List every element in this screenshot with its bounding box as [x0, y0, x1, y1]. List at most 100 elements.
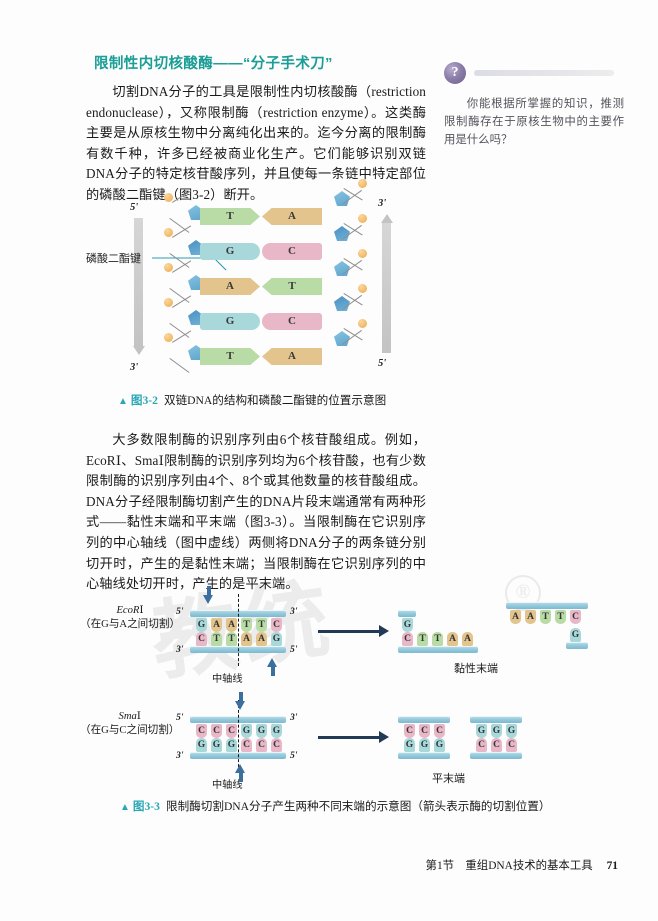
- figure-3-3-caption: ▲图3-3 限制酶切割DNA分子产生两种不同末端的示意图（箭头表示酶的切割位置）: [120, 798, 551, 814]
- caption-marker: ▲: [120, 802, 130, 813]
- page-number: 71: [606, 860, 618, 872]
- substrate-bottom-base-1-4: C: [256, 738, 267, 752]
- base-left-4: T: [200, 348, 260, 365]
- left-strand-direction-arrow: [132, 218, 145, 355]
- page-footer: 第1节 重组DNA技术的基本工具 71: [0, 857, 658, 873]
- substrate-top-base-0-2: A: [226, 618, 237, 632]
- phosphate-left-0: [164, 193, 173, 202]
- cut-arrow-top-1-stem: [239, 692, 243, 701]
- product-right-bottom-base-1-2: C: [506, 738, 517, 752]
- enzyme-label-1: SmaⅠ（在G与C之间切割）: [80, 710, 179, 738]
- question-mark-icon: ?: [444, 62, 466, 84]
- caption-marker: ▲: [118, 396, 128, 407]
- product-left-top-bar-1: [398, 716, 450, 723]
- cut-arrow-bottom-0: [266, 658, 277, 667]
- product-left-bottom-base-0-1: T: [417, 632, 428, 646]
- cut-arrow-top-1: [234, 701, 245, 710]
- question-header: ?: [444, 62, 624, 84]
- enzyme-label-0: EcoRⅠ（在G与A之间切割）: [80, 604, 180, 632]
- substrate-bottom-base-0-5: G: [271, 632, 282, 646]
- product-right-top-base-0-4: C: [570, 610, 581, 624]
- product-right-top-base-0-1: A: [525, 610, 536, 624]
- substrate-bottom-base-1-0: G: [196, 738, 207, 752]
- central-axis-line-1: [238, 700, 239, 772]
- substrate-top-base-0-1: A: [211, 618, 222, 632]
- product-right-bottom-base-1-1: C: [491, 738, 502, 752]
- substrate-bottom-base-1-3: C: [241, 738, 252, 752]
- central-axis-label-1: 中轴线: [212, 780, 243, 791]
- product-left-bottom-bar-1: [398, 752, 450, 759]
- cut-arrow-bottom-1-stem: [239, 773, 243, 782]
- base-right-3: C: [262, 313, 322, 330]
- substrate-top-base-0-5: C: [271, 618, 282, 632]
- substrate-right-top-prime-0: 3': [290, 606, 298, 617]
- phosphate-right-3: [358, 284, 367, 293]
- phosphodiester-bond-label: 磷酸二酯键: [86, 253, 141, 265]
- right-top-prime: 3': [378, 198, 387, 209]
- phosphate-left-4: [164, 333, 173, 342]
- base-right-0: A: [262, 208, 322, 225]
- product-left-bottom-base-0-0: C: [402, 632, 413, 646]
- product-right-bottom-base-0-0: G: [570, 628, 581, 642]
- substrate-bottom-base-1-1: G: [211, 738, 222, 752]
- substrate-left-top-prime-1: 5': [176, 712, 184, 723]
- cut-arrow-top-0: [202, 595, 213, 604]
- paragraph-2: 大多数限制酶的识别序列由6个核苷酸组成。例如，EcoRⅠ、SmaⅠ限制酶的识别序…: [86, 432, 426, 592]
- header-rule: [474, 70, 614, 76]
- left-bottom-prime: 3': [130, 362, 139, 373]
- product-right-bottom-bar-0: [566, 642, 588, 649]
- margin-question-text: 你能根据所掌握的知识，推测限制酶存在于原核生物中的主要作用是什么吗？: [444, 98, 624, 146]
- enzyme-cut-note-1: （在G与C之间切割）: [80, 725, 180, 736]
- product-left-bottom-base-1-1: G: [419, 738, 430, 752]
- base-left-2: A: [200, 278, 260, 295]
- enzyme-roman-0: Ⅰ: [139, 605, 144, 616]
- footer-section-title: 第1节 重组DNA技术的基本工具: [425, 860, 593, 872]
- product-right-bottom-bar-1: [470, 752, 522, 759]
- figure-3-2-number: 图3-2: [130, 394, 158, 407]
- figure-3-3-number: 图3-3: [132, 800, 160, 813]
- product-right-top-base-0-2: T: [540, 610, 551, 624]
- base-right-1: C: [262, 243, 322, 260]
- phosphate-right-4: [358, 319, 367, 328]
- product-left-top-base-1-2: C: [434, 724, 445, 738]
- base-left-1: G: [200, 243, 260, 260]
- substrate-top-base-0-4: T: [256, 618, 267, 632]
- substrate-top-base-0-3: T: [241, 618, 252, 632]
- substrate-left-bottom-prime-1: 3': [176, 750, 184, 761]
- product-label-0: 黏性末端: [454, 663, 498, 675]
- product-left-bottom-base-1-0: G: [404, 738, 415, 752]
- right-strand-direction-arrow: [380, 214, 393, 353]
- substrate-top-base-1-5: G: [271, 724, 282, 738]
- product-right-bottom-base-1-0: C: [476, 738, 487, 752]
- product-right-top-bar-0: [506, 602, 588, 609]
- substrate-bottom-base-0-0: C: [196, 632, 207, 646]
- base-right-4: A: [262, 348, 322, 365]
- cut-arrow-bottom-1: [234, 764, 245, 773]
- product-left-top-base-1-0: C: [404, 724, 415, 738]
- substrate-bottom-base-0-4: A: [256, 632, 267, 646]
- product-left-top-base-1-1: C: [419, 724, 430, 738]
- figure-3-3-caption-text: 限制酶切割DNA分子产生两种不同末端的示意图（箭头表示酶的切割位置）: [165, 800, 551, 813]
- phosphate-right-1: [358, 214, 367, 223]
- phosphate-left-3: [164, 298, 173, 307]
- substrate-left-top-prime-0: 5': [176, 606, 184, 617]
- product-label-1: 平末端: [432, 773, 465, 785]
- phosphate-left-1: [164, 228, 173, 237]
- enzyme-roman-1: Ⅰ: [136, 711, 141, 722]
- substrate-top-base-1-1: C: [211, 724, 222, 738]
- substrate-bottom-base-0-1: T: [211, 632, 222, 646]
- right-bottom-prime: 5': [378, 358, 387, 369]
- substrate-top-base-1-4: G: [256, 724, 267, 738]
- substrate-bottom-base-1-2: G: [226, 738, 237, 752]
- main-text-column-2: 大多数限制酶的识别序列由6个核苷酸组成。例如，EcoRⅠ、SmaⅠ限制酶的识别序…: [86, 430, 426, 595]
- left-top-prime: 5': [130, 202, 139, 213]
- margin-question-box: ? 你能根据所掌握的知识，推测限制酶存在于原核生物中的主要作用是什么吗？: [444, 62, 624, 149]
- product-right-top-base-1-2: G: [506, 724, 517, 738]
- reaction-arrow-1: [318, 731, 389, 743]
- phosphate-left-2: [164, 263, 173, 272]
- product-right-top-bar-1: [470, 716, 522, 723]
